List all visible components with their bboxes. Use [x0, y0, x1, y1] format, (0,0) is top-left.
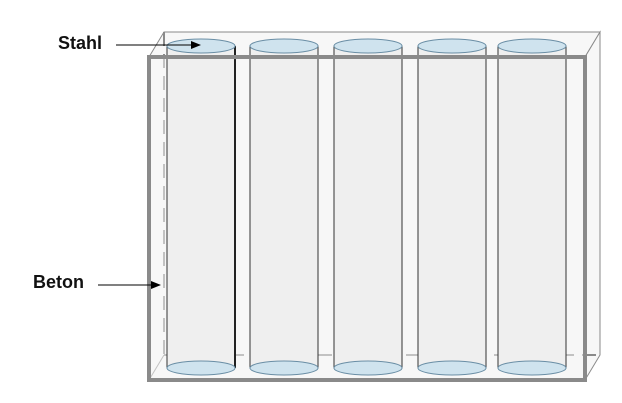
steel-bar	[417, 38, 487, 376]
steel-bars	[166, 38, 567, 376]
concrete-label: Beton	[33, 272, 84, 292]
steel-bar	[249, 38, 319, 376]
steel-bar	[166, 38, 236, 376]
steel-bar	[333, 38, 403, 376]
concrete-block-side-face	[584, 30, 601, 382]
steel-label: Stahl	[58, 33, 102, 53]
concrete-block-front-outline	[147, 55, 587, 382]
steel-bar	[497, 38, 567, 376]
